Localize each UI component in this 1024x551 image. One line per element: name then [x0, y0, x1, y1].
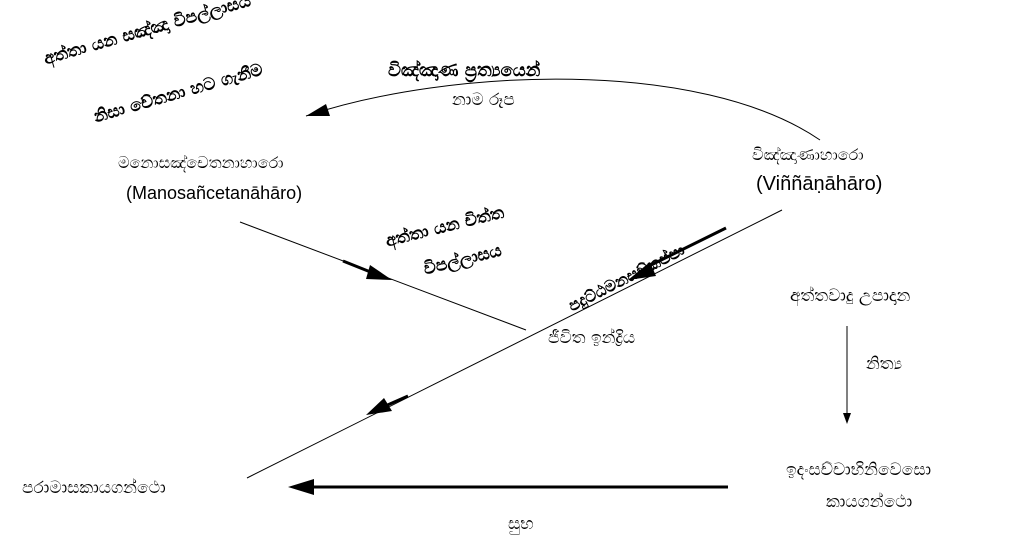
node-idamsacca-line1: ඉදංසච්චාභිනිවෙසො	[786, 460, 932, 480]
curve-arrowhead	[306, 104, 330, 116]
annotation-subha: සුභ	[508, 514, 534, 534]
node-paramasa-kayagantha: පරාමාසකායගන්ථො	[22, 478, 166, 498]
arrowhead-manasikappa	[628, 262, 656, 280]
node-attavada-upadana: අත්තවාදු උපාදාන	[790, 286, 911, 306]
arrowhead-citta-vipallasa	[366, 265, 392, 280]
node-vinnana-pali: (Viññāṇāhāro)	[756, 173, 883, 195]
line-vinnana-bold-segment	[644, 226, 727, 270]
arrowhead-nicca	[843, 413, 851, 424]
node-vinnana-sinhala: විඤ්ඤාණාහාරො	[752, 145, 864, 164]
curve-vinnana-to-nama-rupa	[305, 78, 821, 141]
arrowhead-subha	[288, 479, 314, 495]
node-jivita-indriya: ජීවිත ඉන්ද්‍රිය	[548, 328, 636, 348]
line-vinnana-to-paramasa	[246, 209, 783, 479]
node-manosancetana-sinhala: මනොසඤ්චෙතනාහාරො	[118, 153, 284, 172]
annotation-vinnana-paccaya-line2: නාම රූප	[452, 90, 515, 110]
node-manosancetana-pali: (Manosañcetanāhāro)	[126, 183, 303, 203]
annotation-vinnana-paccaya-line1: විඤ්ඤාණ ප්‍රත්‍යයෙන්	[388, 60, 541, 81]
arrowhead-lower-diagonal	[366, 398, 392, 415]
node-idamsacca-line2: කායගන්ථො	[826, 492, 913, 512]
annotation-nicca: නිත්‍ය	[866, 354, 903, 374]
